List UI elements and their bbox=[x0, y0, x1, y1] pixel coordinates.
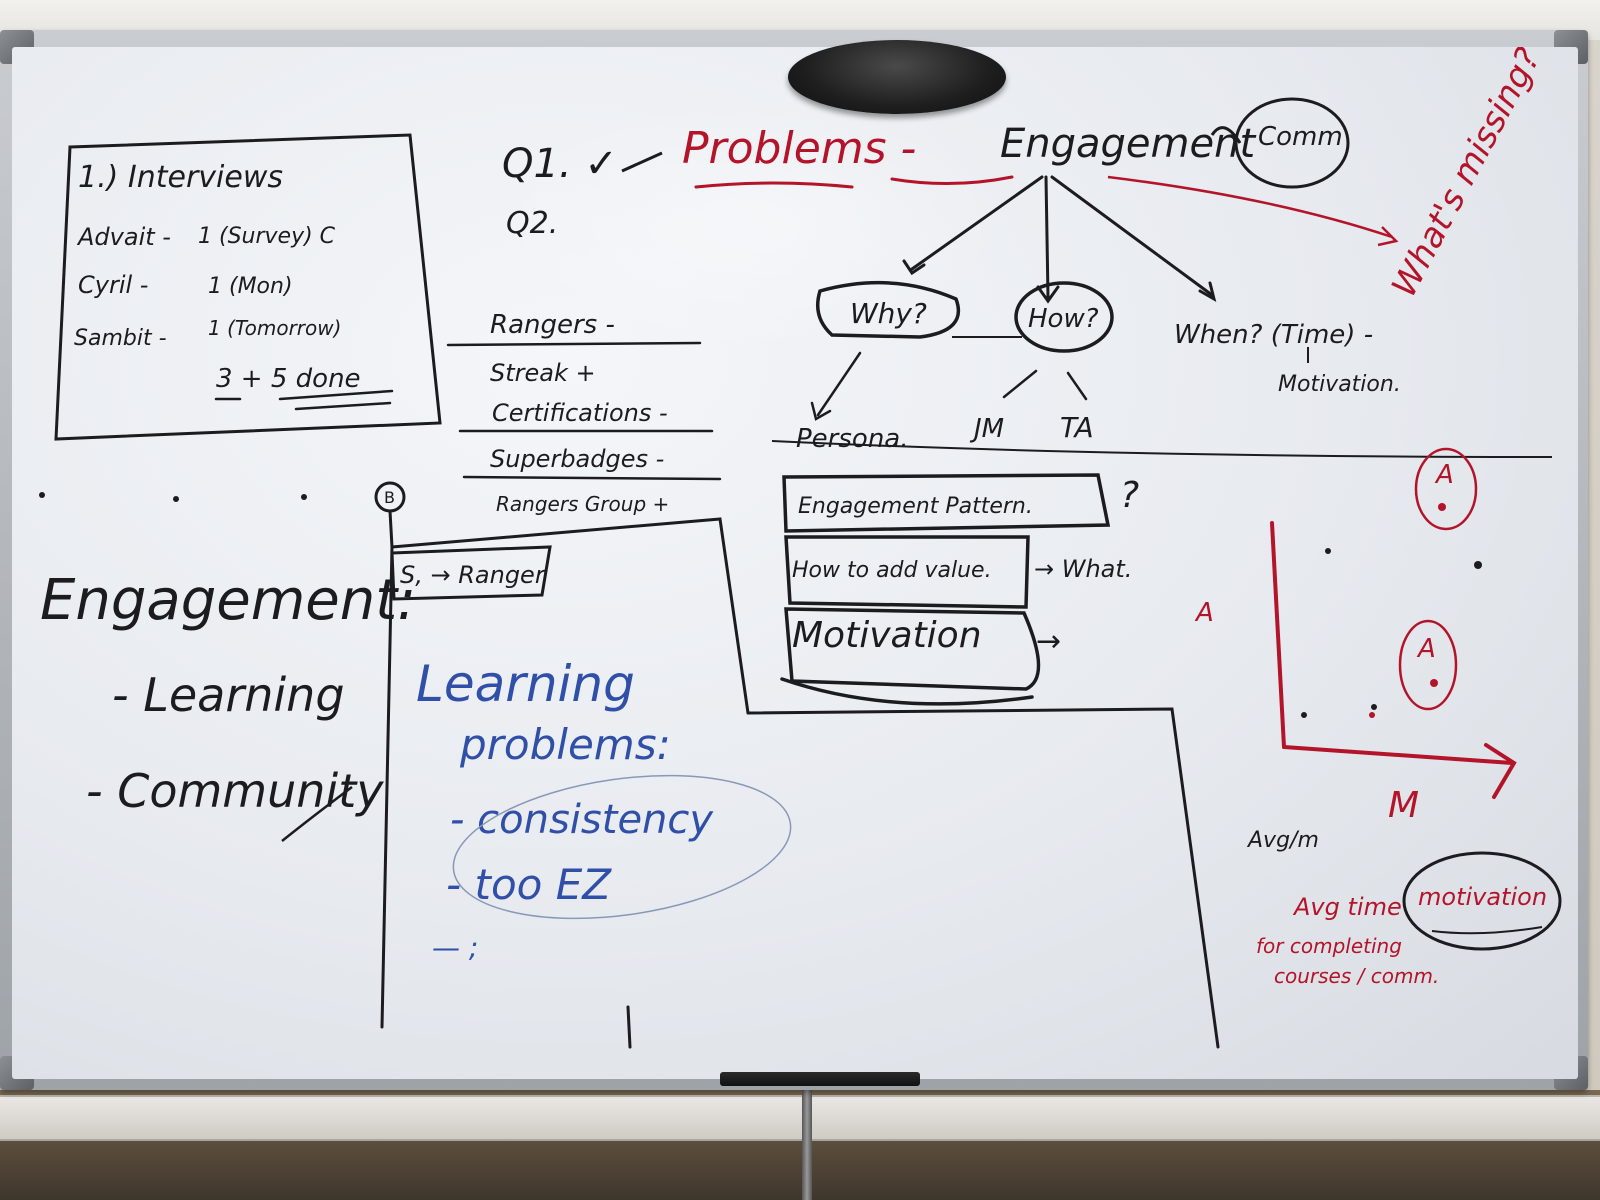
tree-why: Why? bbox=[850, 297, 927, 330]
interviews-title: 1.) Interviews bbox=[78, 160, 283, 195]
rangers-item: Superbadges - bbox=[490, 445, 664, 473]
ranger-box bbox=[374, 481, 1220, 1049]
whats-missing-note: What's missing? bbox=[1384, 47, 1549, 304]
marker-tray bbox=[720, 1072, 920, 1086]
tree-how: How? bbox=[1028, 304, 1099, 334]
blue-note-smudge bbox=[452, 774, 792, 920]
rangers-item: Certifications - bbox=[492, 399, 668, 427]
plot-motivation-circle-label: motivation bbox=[1418, 883, 1547, 911]
whiteboard-surface: 1.) Interviews Advait - 1 (Survey) C Cyr… bbox=[12, 47, 1578, 1079]
left-list-item: - Community bbox=[86, 764, 384, 818]
tree-when: When? (Time) - bbox=[1174, 320, 1373, 350]
interviews-box bbox=[54, 133, 442, 441]
interview-name: Sambit - bbox=[74, 326, 167, 351]
interview-value: 1 (Tomorrow) bbox=[208, 316, 341, 340]
rangers-item: Streak + bbox=[490, 359, 596, 387]
box-pattern: Engagement Pattern. bbox=[798, 494, 1033, 519]
plot-mark-a: A bbox=[1434, 460, 1454, 490]
motivation-circle bbox=[1402, 851, 1562, 951]
plot-mark-a: A bbox=[1194, 598, 1214, 628]
plot-note: courses / comm. bbox=[1274, 964, 1439, 988]
stand-rail bbox=[0, 1095, 1600, 1141]
interview-value: 1 (Mon) bbox=[208, 274, 293, 299]
engagement-header: Engagement bbox=[1000, 121, 1256, 167]
blue-note-line: — ; bbox=[432, 931, 478, 964]
box-motivation: Motivation bbox=[792, 615, 982, 656]
interview-value: 1 (Survey) C bbox=[198, 224, 336, 249]
stand-leg bbox=[802, 1078, 812, 1200]
rangers-item: Rangers - bbox=[490, 310, 615, 340]
tree-ta: TA bbox=[1060, 411, 1094, 444]
tree-jm: JM bbox=[969, 414, 1004, 444]
whiteboard-drawing: 1.) Interviews Advait - 1 (Survey) C Cyr… bbox=[39, 47, 1562, 1049]
tree-motivation: Motivation. bbox=[1278, 372, 1401, 397]
engagement-tree bbox=[902, 175, 1217, 304]
plot-note: for completing bbox=[1256, 934, 1402, 958]
whiteboard-eraser[interactable] bbox=[788, 40, 1006, 114]
ranger-circle-letter: B bbox=[384, 488, 395, 507]
plot-avg-label: Avg/m bbox=[1246, 828, 1319, 853]
rangers-item: Rangers Group + bbox=[496, 492, 669, 516]
blue-note-line: - too EZ bbox=[446, 860, 612, 909]
interview-name: Cyril - bbox=[78, 271, 148, 299]
plot-mark-a: A bbox=[1416, 634, 1436, 664]
box-question: ? bbox=[1120, 475, 1139, 516]
blue-note-line: problems: bbox=[459, 720, 671, 769]
comm-label: Comm bbox=[1258, 122, 1343, 152]
interviews-total: 3 + 5 done bbox=[216, 364, 361, 394]
interview-name: Advait - bbox=[76, 223, 171, 251]
question-q1: Q1. ✓ bbox=[502, 141, 618, 187]
left-engagement-title: Engagement: bbox=[40, 568, 416, 633]
tree-persona: Persona. bbox=[796, 424, 909, 454]
dot-row bbox=[39, 492, 307, 502]
ranger-tag: S, → Ranger bbox=[400, 561, 547, 589]
plot-x-label: M bbox=[1388, 785, 1419, 826]
problems-label: Problems - bbox=[682, 123, 916, 174]
box-arrow-what: → What. bbox=[1034, 555, 1132, 583]
left-list-item: - Learning bbox=[112, 668, 345, 722]
plot-points bbox=[1301, 548, 1482, 718]
comm-circle bbox=[1234, 97, 1350, 189]
blue-note-line: Learning bbox=[416, 655, 635, 713]
blue-note-line: - consistency bbox=[450, 797, 714, 843]
engagement-boxes bbox=[780, 473, 1111, 706]
question-q2: Q2. bbox=[506, 206, 558, 241]
box-add-value: How to add value. bbox=[792, 558, 992, 583]
red-plot-axes bbox=[1270, 521, 1517, 799]
plot-points bbox=[1369, 503, 1446, 718]
box-arrow: → bbox=[1036, 624, 1061, 659]
plot-note: Avg time bbox=[1292, 893, 1402, 921]
